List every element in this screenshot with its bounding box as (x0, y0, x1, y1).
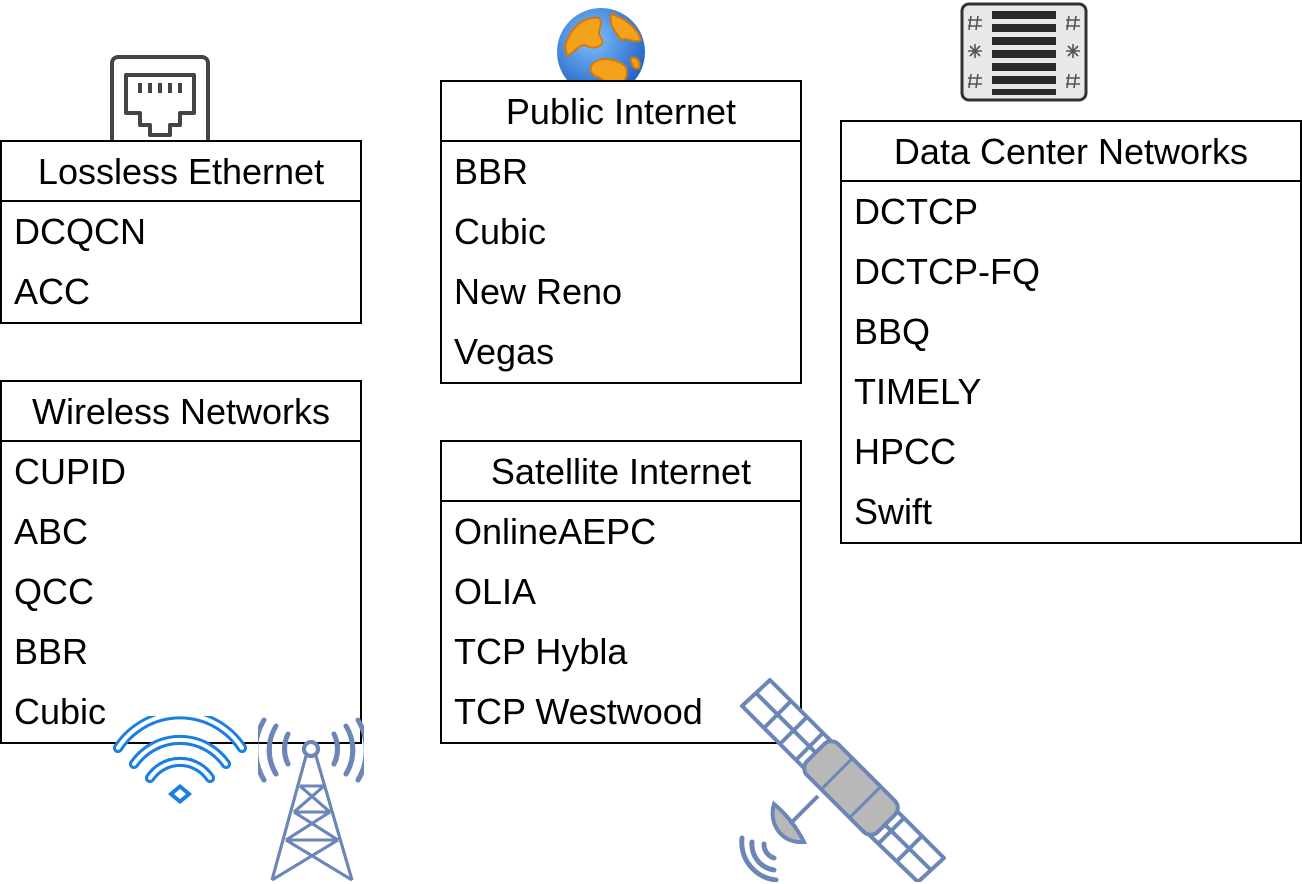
protocol-item: New Reno (454, 271, 623, 312)
category-title: Lossless Ethernet (2, 142, 360, 202)
protocol-item: DCQCN (14, 211, 146, 252)
category-box-lossless-ethernet: Lossless Ethernet DCQCN ACC (0, 140, 362, 324)
protocol-list: CUPID ABC QCC BBR Cubic (2, 442, 360, 742)
satellite-icon (738, 676, 948, 882)
protocol-item: HPCC (854, 431, 957, 472)
radio-tower-icon (258, 716, 364, 884)
protocol-list: DCTCP DCTCP-FQ BBQ TIMELY HPCC Swift (842, 182, 1300, 542)
protocol-item: BBR (14, 631, 89, 672)
category-box-public-internet: Public Internet BBR Cubic New Reno Vegas (440, 80, 802, 384)
category-title: Wireless Networks (2, 382, 360, 442)
protocol-list: BBR Cubic New Reno Vegas (442, 142, 800, 382)
protocol-item: Cubic (14, 691, 107, 732)
category-box-wireless-networks: Wireless Networks CUPID ABC QCC BBR Cubi… (0, 380, 362, 744)
protocol-item: TCP Hybla (454, 631, 628, 672)
protocol-item: DCTCP-FQ (854, 251, 1040, 292)
protocol-item: BBR (454, 151, 529, 192)
category-box-satellite-internet: Satellite Internet OnlineAEPC OLIA TCP H… (440, 440, 802, 744)
protocol-item: TIMELY (854, 371, 982, 412)
protocol-item: DCTCP (854, 191, 978, 232)
protocol-item: CUPID (14, 451, 127, 492)
category-title: Data Center Networks (842, 122, 1300, 182)
protocol-item: OLIA (454, 571, 537, 612)
server-rack-icon (960, 2, 1088, 102)
globe-icon (555, 6, 647, 98)
category-title: Public Internet (442, 82, 800, 142)
protocol-item: ABC (14, 511, 89, 552)
wifi-icon (112, 716, 248, 806)
protocol-item: QCC (14, 571, 94, 612)
protocol-item: TCP Westwood (454, 691, 703, 732)
protocol-item: ACC (14, 271, 91, 312)
ethernet-port-icon (110, 55, 210, 150)
protocol-list: OnlineAEPC OLIA TCP Hybla TCP Westwood (442, 502, 800, 742)
protocol-item: Vegas (454, 331, 555, 372)
protocol-list: DCQCN ACC (2, 202, 360, 322)
protocol-item: Swift (854, 491, 933, 532)
protocol-item: OnlineAEPC (454, 511, 657, 552)
protocol-item: Cubic (454, 211, 547, 252)
protocol-item: BBQ (854, 311, 931, 352)
category-box-data-center-networks: Data Center Networks DCTCP DCTCP-FQ BBQ … (840, 120, 1302, 544)
category-title: Satellite Internet (442, 442, 800, 502)
